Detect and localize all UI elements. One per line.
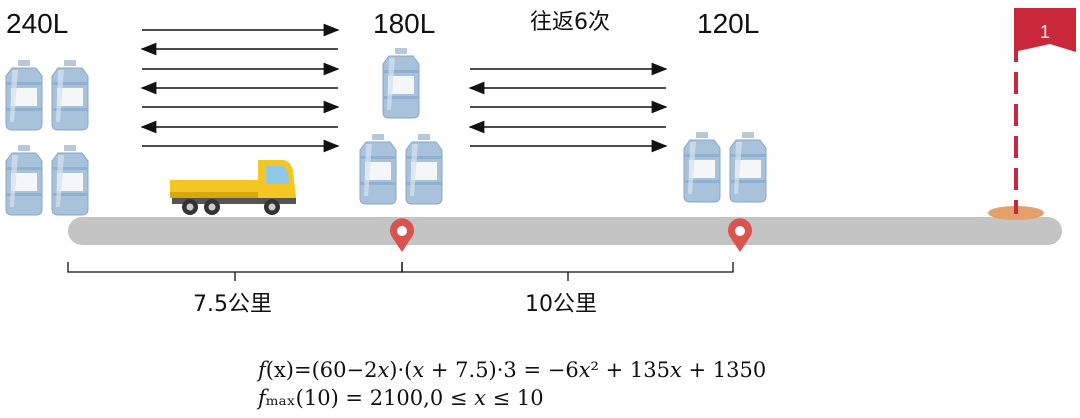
distance-label-2: 10公里 xyxy=(525,292,597,317)
pin-marker-1 xyxy=(390,218,414,252)
formula-line-2: 𝑓ₘₐₓ(10) = 2100,0 ≤ 𝑥 ≤ 10 xyxy=(258,386,544,410)
flag-number: 1 xyxy=(1040,22,1051,42)
formula-line-1: 𝑓(x)=(60−2𝑥)·(𝑥 + 7.5)·3 = −6𝑥² + 135𝑥 +… xyxy=(258,358,767,382)
trip-arrows-right xyxy=(468,62,668,153)
station-1-amount: 240L xyxy=(6,8,69,39)
finish-flag xyxy=(988,8,1076,220)
distance-brace-1 xyxy=(67,262,403,281)
distance-brace-2 xyxy=(401,262,734,281)
bottles-station-2 xyxy=(359,47,443,205)
station-3-amount: 120L xyxy=(697,8,760,39)
bottles-station-1 xyxy=(5,59,89,216)
station-2-amount: 180L xyxy=(373,8,436,39)
bottles-station-3 xyxy=(683,131,767,203)
pin-marker-2 xyxy=(727,218,753,252)
round-trip-label: 往返6次 xyxy=(530,10,610,35)
truck xyxy=(170,160,296,215)
distance-label-1: 7.5公里 xyxy=(193,292,272,317)
trip-arrows-left xyxy=(140,23,340,153)
road xyxy=(68,217,1062,245)
